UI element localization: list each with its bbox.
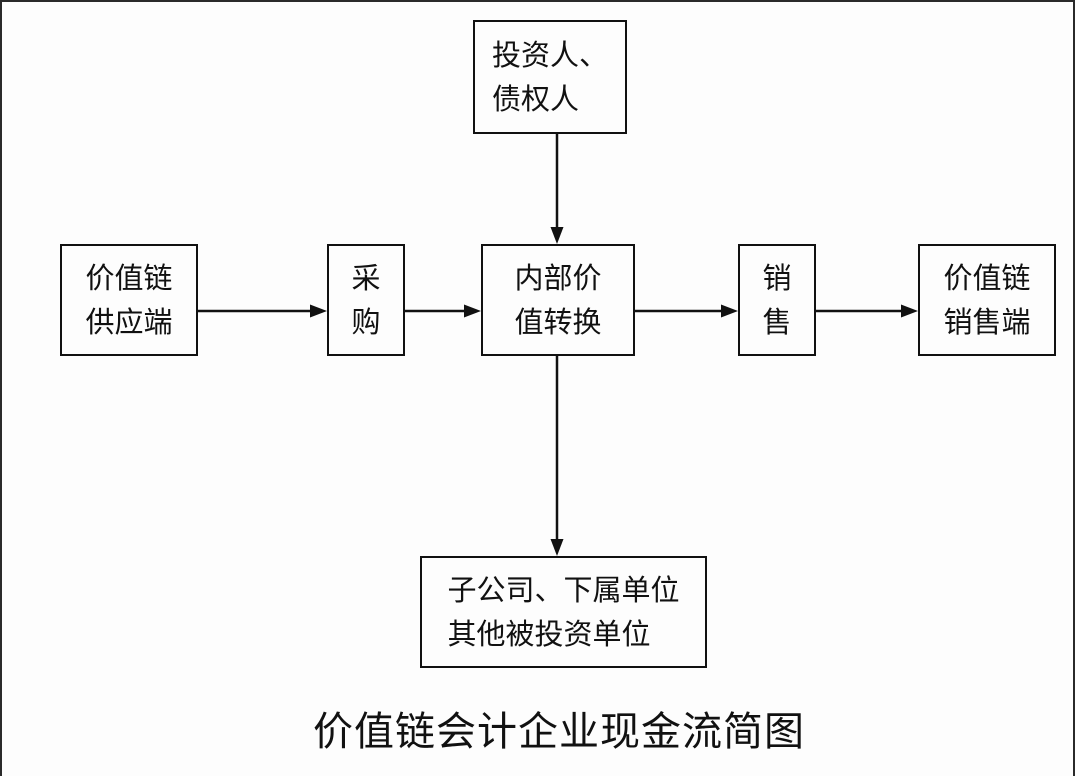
- node-investors-creditors: 投资人、 债权人: [473, 20, 627, 134]
- arrow-sales-to-sales-end: [816, 304, 918, 318]
- node-label-line: 投资人、: [491, 38, 608, 72]
- node-sales: 销 售: [738, 244, 816, 356]
- arrow-procurement-to-internal: [405, 304, 481, 318]
- node-label-line: 其他被投资单位: [447, 617, 651, 651]
- node-label: 价值链 供应端: [85, 256, 172, 344]
- arrow-head: [901, 304, 918, 318]
- node-value-chain-supply-end: 价值链 供应端: [60, 244, 198, 356]
- node-label-line: 债权人: [491, 82, 579, 116]
- diagram-title: 价值链会计企业现金流简图: [313, 709, 805, 755]
- arrow-head: [721, 304, 738, 318]
- node-label-line: 购: [351, 305, 381, 339]
- node-label-line: 值转换: [514, 305, 602, 339]
- arrow-internal-to-sales: [635, 304, 738, 318]
- node-subsidiaries-investees: 子公司、下属单位 其他被投资单位: [420, 556, 707, 668]
- node-label: 销 售: [762, 256, 791, 344]
- node-label: 投资人、 债权人: [492, 33, 608, 121]
- node-label-line: 价值链: [943, 261, 1031, 295]
- node-label-line: 销售端: [943, 305, 1031, 339]
- arrow-head: [550, 227, 564, 244]
- arrow-head: [550, 539, 564, 556]
- node-label: 采 购: [351, 256, 380, 344]
- arrow-supply-to-procurement: [198, 304, 327, 318]
- arrow-head: [464, 304, 481, 318]
- arrow-investors-to-internal: [550, 134, 564, 244]
- arrow-internal-to-subsidiaries: [550, 355, 564, 556]
- node-label: 价值链 销售端: [943, 256, 1030, 344]
- node-value-chain-sales-end: 价值链 销售端: [918, 244, 1056, 356]
- node-label: 子公司、下属单位 其他被投资单位: [447, 568, 679, 656]
- node-label-line: 内部价: [514, 261, 602, 295]
- node-internal-value-conversion: 内部价 值转换: [481, 244, 635, 356]
- node-label-line: 采: [351, 261, 381, 295]
- node-label-line: 销: [762, 261, 792, 295]
- node-label-line: 价值链: [85, 261, 173, 295]
- node-procurement: 采 购: [327, 244, 405, 356]
- node-label-line: 售: [762, 305, 792, 339]
- node-label-line: 供应端: [85, 305, 173, 339]
- node-label: 内部价 值转换: [514, 256, 601, 344]
- arrow-head: [310, 304, 327, 318]
- node-label-line: 子公司、下属单位: [447, 573, 680, 607]
